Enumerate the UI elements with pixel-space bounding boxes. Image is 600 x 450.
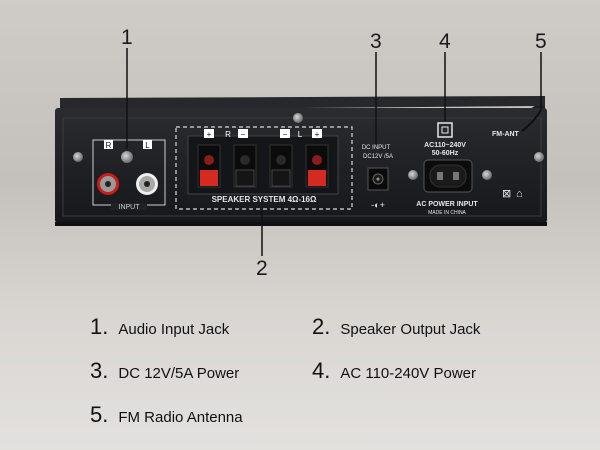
callout-number-5: 5 (535, 30, 547, 53)
antenna-label: FM-ANT (492, 131, 520, 138)
speaker-channel-label: R (225, 130, 231, 139)
legend-item-dc-power: 3. DC 12V/5A Power (90, 358, 239, 384)
legend-item-fm-antenna: 5. FM Radio Antenna (90, 402, 243, 428)
home-icon: ⌂ (516, 188, 523, 200)
speaker-channel-label: − (241, 130, 246, 139)
class-ii-icon (437, 122, 453, 138)
weee-bin-icon: ⊠ (502, 188, 511, 200)
ac-frequency-label: 50-60Hz (432, 150, 459, 157)
legend-label: FM Radio Antenna (118, 409, 243, 426)
product-diagram: R L INPUT + R − − L (55, 26, 547, 280)
legend-number: 2. (312, 314, 331, 339)
callout-number-4: 4 (439, 30, 451, 53)
ac-power-label: AC POWER INPUT (416, 201, 478, 208)
screw-icon (121, 151, 133, 163)
speaker-clip-red-icon (200, 170, 218, 186)
legend-item-speaker-output: 2. Speaker Output Jack (312, 314, 480, 340)
input-label: INPUT (119, 204, 141, 211)
audio-input-jacks: R L INPUT (92, 139, 166, 211)
speaker-clip-red-icon (308, 170, 326, 186)
legend-number: 1. (90, 314, 109, 339)
callout-number-1: 1 (121, 26, 133, 49)
speaker-channel-label: + (315, 130, 320, 139)
made-in-label: MADE IN CHINA (428, 210, 466, 216)
screw-icon (534, 152, 544, 162)
speaker-clip-black-icon (271, 169, 291, 187)
legend-label: Speaker Output Jack (340, 321, 481, 338)
speaker-system-label: SPEAKER SYSTEM 4Ω-16Ω (212, 195, 317, 204)
compliance-marks: ⊠ ⌂ (502, 188, 523, 200)
screw-icon (482, 170, 492, 180)
ac-power-input: AC110~240V 50-60Hz AC POWER INPUT MADE I… (416, 122, 478, 216)
dc-power-input: DC INPUT DC12V /5A -◐+ (362, 145, 393, 210)
dc-label-line2: DC12V /5A (363, 154, 393, 160)
speaker-output-terminals: + R − − L + SPEAKER SYSTEM 4Ω-16Ω (175, 126, 353, 210)
speaker-channel-label: L (298, 130, 303, 139)
speaker-clip-black-icon (235, 169, 255, 187)
speaker-channel-label: − (283, 130, 288, 139)
callout-number-2: 2 (256, 257, 268, 280)
legend-label: DC 12V/5A Power (118, 365, 240, 382)
legend-label: Audio Input Jack (118, 321, 230, 338)
legend-number: 3. (90, 358, 109, 383)
callout-number-3: 3 (370, 30, 382, 53)
input-channel-r-label: R (106, 141, 112, 150)
legend-number: 5. (90, 402, 109, 427)
screw-icon (408, 170, 418, 180)
legend-number: 4. (312, 358, 331, 383)
feature-legend: 1. Audio Input Jack 2. Speaker Output Ja… (0, 300, 600, 450)
screw-icon (73, 152, 83, 162)
fm-antenna: FM-ANT (492, 109, 542, 138)
legend-item-ac-power: 4. AC 110-240V Power (312, 358, 476, 384)
legend-label: AC 110-240V Power (340, 365, 476, 382)
antenna-wire-icon (521, 109, 542, 132)
dc-label-line1: DC INPUT (362, 145, 391, 151)
speaker-channel-label: + (207, 130, 212, 139)
screw-icon (293, 113, 303, 123)
ac-voltage-label: AC110~240V (424, 142, 466, 149)
legend-item-audio-input: 1. Audio Input Jack (90, 314, 229, 340)
amplifier-rear-panel: R L INPUT + R − − L (55, 48, 547, 256)
input-channel-l-label: L (145, 141, 150, 150)
dc-polarity-icon: -◐+ (371, 200, 385, 210)
